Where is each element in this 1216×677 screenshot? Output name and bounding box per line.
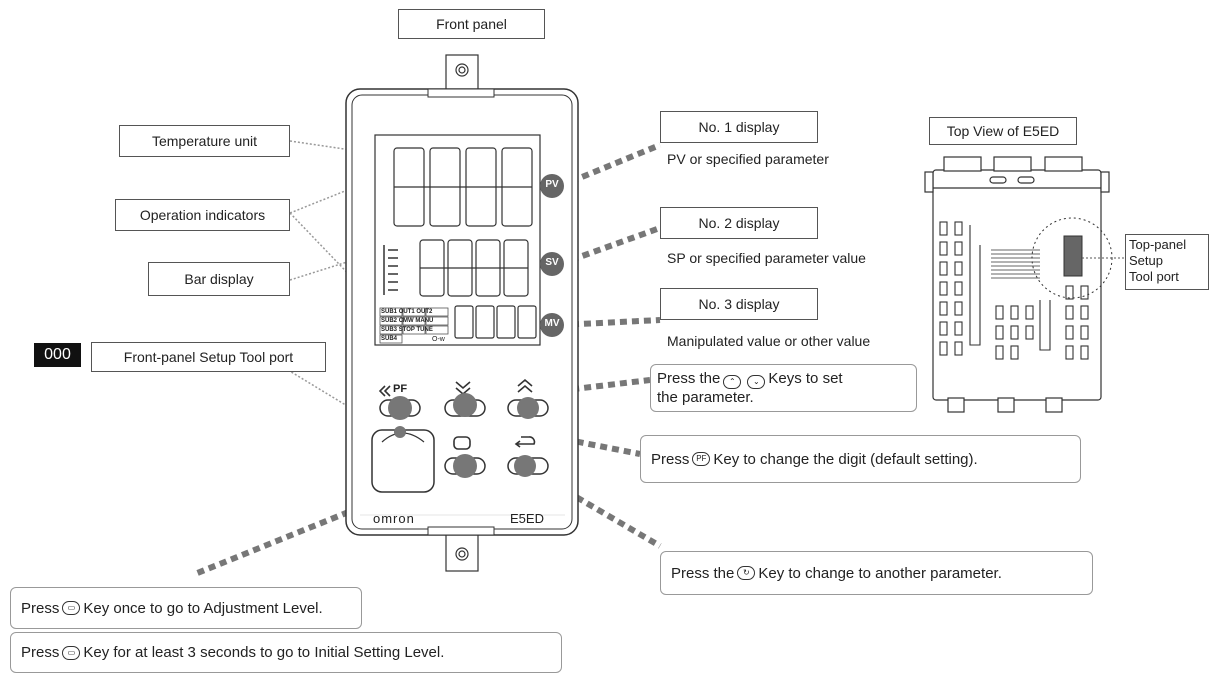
- pv-badge-circle: [540, 174, 564, 198]
- mv-digits: [454, 305, 537, 339]
- mode-key-callout: Press the↻Key to change to another param…: [660, 551, 1093, 595]
- no2-display-title: No. 2 display: [660, 207, 818, 239]
- sv-digits: [419, 239, 529, 297]
- operation-indicators-label: Operation indicators: [115, 199, 290, 231]
- top-view-device: [924, 156, 1110, 413]
- no1-display-caption: PV or specified parameter: [667, 151, 829, 167]
- top-panel-port: [1063, 235, 1083, 277]
- pf-key-label: PF: [393, 383, 408, 395]
- key-symbols: [453, 378, 536, 450]
- no3-display-title: No. 3 display: [660, 288, 818, 320]
- front-setup-port: [371, 429, 435, 493]
- menu-key-symbol: [453, 436, 471, 450]
- leader-bar: [289, 249, 386, 281]
- pv-badge-label: PV: [545, 179, 559, 190]
- model-label: E5ED: [510, 511, 544, 526]
- figure-number-badge: 000: [34, 343, 81, 367]
- down-key-icon: ⌄: [747, 374, 766, 389]
- no1-display-title: No. 1 display: [660, 111, 818, 143]
- sv-badge-label: SV: [545, 257, 559, 268]
- top-view-title: Top View of E5ED: [929, 117, 1077, 145]
- pf-key-icon: PF: [692, 452, 711, 466]
- leader-ops2: [289, 212, 386, 313]
- top-panel-port-label: Top-panel Setup Tool port: [1125, 234, 1209, 290]
- updown-keys-callout: Press the⌃⌄Keys to set the parameter.: [650, 364, 917, 412]
- up-key-symbol: [517, 378, 533, 393]
- temperature-unit-label: Temperature unit: [119, 125, 290, 157]
- pv-digits: [393, 147, 533, 227]
- mode-key-icon: ↻: [737, 566, 756, 580]
- mv-badge-circle: [540, 313, 564, 337]
- bar-display: [383, 245, 398, 295]
- sv-badge-circle: [540, 252, 564, 276]
- brand-logo: omron: [373, 511, 415, 526]
- mode-key-symbol: [514, 436, 536, 448]
- operation-indicators: [379, 307, 449, 344]
- indicator-grid-labels: SUB1 OUT1 OUT2 SUB2 CMW MANU SUB3 STOP T…: [381, 309, 434, 342]
- mv-suffix: O-w: [432, 336, 445, 343]
- no3-display-caption: Manipulated value or other value: [667, 333, 871, 349]
- up-key-icon: ⌃: [723, 374, 742, 389]
- front-panel-title: Front panel: [398, 9, 545, 39]
- bar-display-label: Bar display: [148, 262, 290, 296]
- initial-setting-callout: Press▭Key for at least 3 seconds to go t…: [10, 632, 562, 673]
- front-setup-port-label: Front-panel Setup Tool port: [91, 342, 326, 372]
- menu-key-icon-2: ▭: [62, 645, 81, 660]
- top-view-vent: [991, 249, 1040, 279]
- top-view-terminals: [939, 221, 1089, 360]
- adjustment-level-callout: Press▭Key once to go to Adjustment Level…: [10, 587, 362, 629]
- no2-display-caption: SP or specified parameter value: [667, 250, 866, 266]
- pf-key-symbol: [378, 385, 391, 397]
- mv-badge-label: MV: [544, 318, 560, 329]
- menu-key-icon: ▭: [62, 601, 81, 615]
